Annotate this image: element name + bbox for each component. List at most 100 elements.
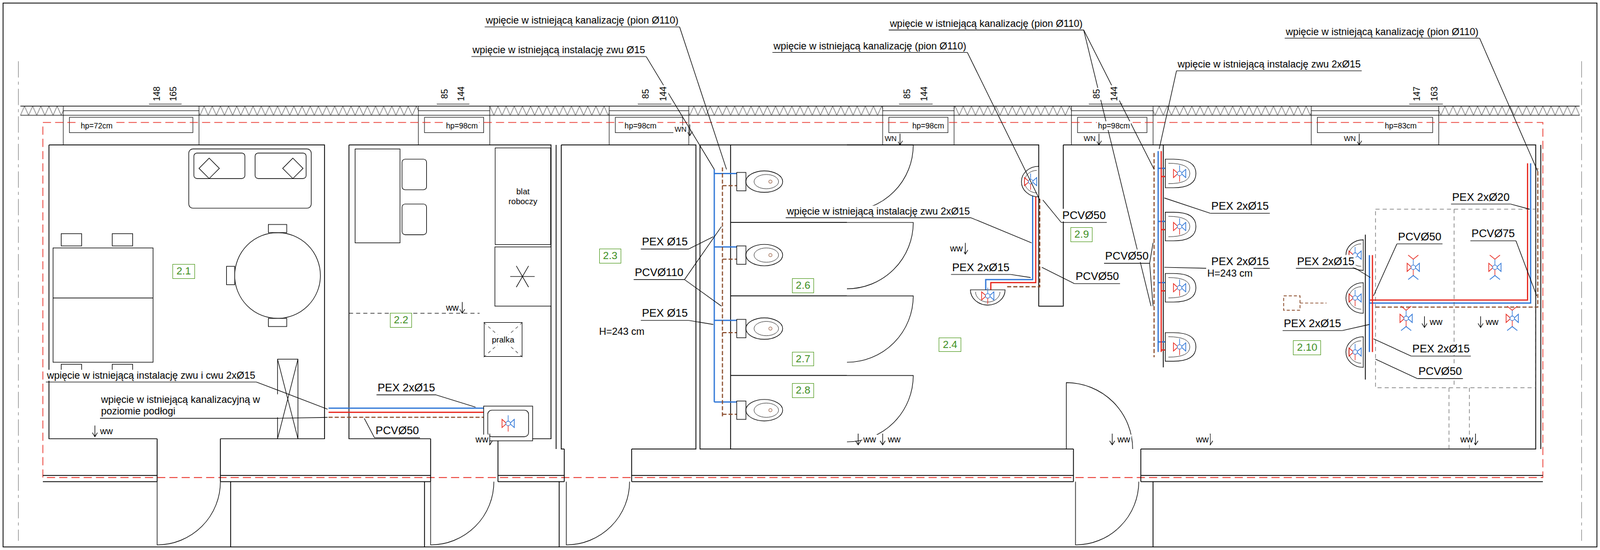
connection-note: wpięcie w istniejącą kanalizację (pion Ø… bbox=[484, 14, 680, 27]
pipe-label: PCVØ110 bbox=[633, 266, 685, 280]
room-number: 2.8 bbox=[795, 384, 811, 398]
dimension-number: 85 bbox=[640, 87, 651, 100]
leader-line bbox=[1479, 37, 1538, 172]
leader-underline bbox=[785, 217, 971, 219]
room-tag: 2.9 bbox=[1070, 227, 1093, 243]
connection-note: wpięcie w istniejącą instalację zwu i cw… bbox=[46, 369, 257, 382]
leader-line bbox=[1149, 242, 1153, 264]
room-number: 2.2 bbox=[393, 314, 409, 327]
leader-underline bbox=[640, 248, 689, 250]
vent-mark: ww bbox=[1459, 435, 1475, 445]
vent-mark: ww bbox=[886, 435, 902, 445]
connection-note: wpięcie w istniejącą kanalizacyjną w poz… bbox=[99, 394, 278, 418]
leader-line bbox=[1355, 268, 1371, 278]
leader-underline bbox=[1074, 283, 1120, 284]
leader-line bbox=[364, 418, 375, 438]
leader-underline bbox=[99, 418, 278, 420]
pipe-label: PEX 2xØ15 bbox=[1411, 342, 1471, 356]
leader-line bbox=[436, 394, 476, 408]
leader-line bbox=[967, 52, 1040, 201]
pipe-label: PCVØ50 bbox=[1396, 230, 1443, 244]
dimension-number: 85 bbox=[1091, 87, 1102, 100]
room-tag: 2.4 bbox=[938, 337, 961, 353]
washer-label: pralka bbox=[490, 335, 516, 345]
vent-mark: ww bbox=[1484, 317, 1500, 328]
leader-line bbox=[679, 26, 727, 170]
leader-underline bbox=[471, 56, 646, 57]
leader-underline bbox=[1282, 330, 1343, 332]
leader-underline bbox=[1411, 355, 1471, 357]
leader-line bbox=[645, 56, 715, 170]
leader-underline bbox=[46, 381, 257, 383]
pipe-label: PCVØ75 bbox=[1470, 227, 1516, 241]
room-tag: 2.7 bbox=[792, 352, 815, 367]
worktop-label: blat roboczy bbox=[504, 186, 542, 207]
vent-mark: WN bbox=[1342, 134, 1358, 143]
room-tag: 2.8 bbox=[792, 383, 815, 399]
vent-mark: ww bbox=[862, 435, 878, 445]
room-number: 2.7 bbox=[795, 353, 811, 366]
leader-line bbox=[1510, 204, 1530, 210]
leader-underline bbox=[1176, 70, 1362, 71]
connection-note: wpięcie w istniejącą instalację zwu 2xØ1… bbox=[1176, 58, 1362, 71]
vent-mark: ww bbox=[444, 303, 460, 314]
leader-line bbox=[1010, 274, 1031, 278]
leader-underline bbox=[888, 29, 1084, 31]
pipe-label: PEX 2xØ15 bbox=[950, 260, 1011, 274]
leader-underline bbox=[950, 274, 1011, 276]
leader-underline bbox=[772, 52, 968, 53]
leader-line bbox=[971, 218, 1033, 244]
height-note: H=243 cm bbox=[1206, 268, 1254, 280]
dimension-number: 163 bbox=[1429, 85, 1440, 103]
leader-line bbox=[277, 417, 328, 419]
vent-mark: ww bbox=[98, 426, 114, 437]
pipe-label: PEX 2xØ15 bbox=[1210, 254, 1270, 268]
leader-underline bbox=[1210, 213, 1270, 214]
leader-underline bbox=[1451, 203, 1512, 205]
pipe-label: PEX 2xØ15 bbox=[376, 381, 437, 394]
leader-underline bbox=[1470, 240, 1516, 242]
vent-mark: ww bbox=[1116, 435, 1131, 445]
connection-note: wpięcie w istniejącą instalację zwu 2xØ1… bbox=[785, 205, 971, 217]
dimension-number: 144 bbox=[1108, 85, 1119, 103]
vent-mark: WN bbox=[673, 125, 688, 134]
connection-note: wpięcie w istniejącą kanalizację (pion Ø… bbox=[772, 40, 968, 52]
vent-mark: ww bbox=[949, 243, 964, 254]
leader-line bbox=[1342, 324, 1370, 331]
worktop-box: blat roboczy bbox=[494, 147, 551, 245]
leader-underline bbox=[1396, 243, 1443, 245]
pipe-label: PEX Ø15 bbox=[640, 235, 689, 249]
room-number: 2.9 bbox=[1074, 228, 1089, 242]
pipe-label: PCVØ50 bbox=[1104, 249, 1150, 263]
sill-height: hp=98cm bbox=[911, 120, 946, 130]
leader-line bbox=[1083, 30, 1152, 307]
room-number: 2.4 bbox=[942, 338, 957, 352]
dimension-number: 148 bbox=[152, 85, 163, 103]
vent-mark: WN bbox=[883, 134, 899, 143]
room-tag: 2.6 bbox=[792, 278, 815, 294]
connection-note: wpięcie w istniejącą instalację zwu Ø15 bbox=[471, 44, 646, 57]
pipe-label: PCVØ50 bbox=[374, 424, 421, 437]
dimension-number: 144 bbox=[919, 85, 930, 103]
sill-height: hp=98cm bbox=[623, 120, 658, 130]
leader-underline bbox=[1284, 37, 1480, 39]
leader-underline bbox=[640, 320, 689, 321]
dimension-number: 85 bbox=[439, 87, 450, 100]
leader-line bbox=[1164, 267, 1211, 269]
leader-line bbox=[684, 279, 722, 306]
leader-line bbox=[684, 226, 722, 281]
dimension-number: 144 bbox=[658, 85, 668, 103]
leader-line bbox=[1149, 263, 1153, 307]
room-tag: 2.1 bbox=[172, 264, 195, 280]
pipe-label: PEX 2xØ15 bbox=[1282, 316, 1343, 330]
leader-line bbox=[1515, 241, 1537, 297]
leader-line bbox=[1373, 243, 1398, 297]
leader-underline bbox=[374, 437, 421, 439]
pipe-label: PCVØ50 bbox=[1074, 270, 1120, 283]
washer-box: pralka bbox=[483, 322, 523, 358]
leader-underline bbox=[1104, 263, 1150, 264]
pipe-label: PEX 2xØ20 bbox=[1451, 190, 1512, 204]
sill-height: hp=83cm bbox=[1383, 120, 1418, 130]
